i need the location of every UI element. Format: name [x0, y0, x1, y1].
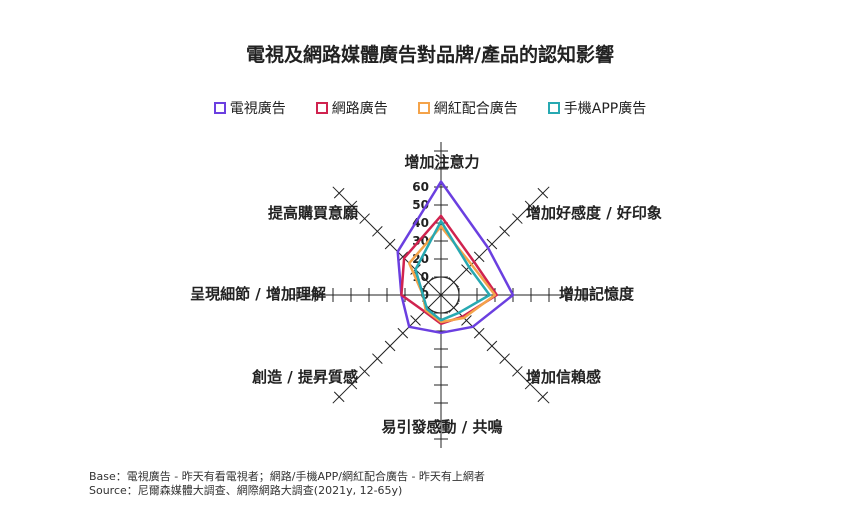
- series-polygon-web: [400, 214, 499, 326]
- radar-axis-tick: [410, 315, 421, 326]
- footnote-base: Base：電視廣告 - 昨天有看電視者；網路/手機APP/網紅配合廣告 - 昨天…: [89, 470, 485, 483]
- radar-axis-line: [332, 186, 442, 296]
- legend-item-web: 網路廣告: [315, 98, 388, 118]
- radar-axis-tick: [422, 276, 434, 288]
- radar-axis-tick: [333, 391, 345, 403]
- radar-axis-tick: [333, 187, 345, 199]
- legend-item-influencer: 網紅配合廣告: [417, 98, 518, 118]
- radar-axis-tick: [473, 327, 485, 339]
- radar-axis-label: 增加好感度 / 好印象: [526, 204, 662, 222]
- series-polygon-tv: [396, 180, 515, 335]
- radar-axis-tick: [346, 378, 358, 390]
- radar-axis-label: 創造 / 提昇質感: [251, 368, 358, 386]
- radar-axis-tick: [486, 238, 498, 250]
- radar-axis-line: [332, 294, 442, 404]
- radar-axis-label: 增加信賴感: [526, 368, 601, 386]
- legend-label-influencer: 網紅配合廣告: [433, 101, 518, 117]
- footnotes: Base：電視廣告 - 昨天有看電視者；網路/手機APP/網紅配合廣告 - 昨天…: [89, 470, 485, 498]
- radar-axis-tick: [448, 276, 460, 288]
- legend-label-tv: 電視廣告: [229, 101, 286, 117]
- series-polygon-influencer: [407, 225, 497, 324]
- radar-axis-tick: [359, 213, 370, 224]
- radar-axis-line: [440, 294, 550, 404]
- legend-swatch-app: [547, 102, 560, 114]
- legend-swatch-web: [315, 102, 328, 114]
- radar-axis-tick: [537, 391, 549, 403]
- radar-axis-tick: [372, 353, 383, 364]
- legend: 電視廣告 網路廣告 網紅配合廣告 手機APP廣告: [0, 98, 860, 118]
- radar-axis-label: 易引發感動 / 共鳴: [382, 418, 503, 436]
- radar-axis-tick: [473, 251, 485, 263]
- radar-axis-tick: [524, 200, 536, 212]
- radar-axis-tick: [512, 213, 523, 224]
- radar-axis-tick: [384, 238, 396, 250]
- radar-tick-label: 60: [412, 180, 429, 194]
- radar-axis-tick: [384, 340, 396, 352]
- radar-axis-line: [440, 186, 550, 296]
- legend-item-app: 手機APP廣告: [547, 98, 647, 118]
- radar-tick-label: 0: [421, 288, 429, 302]
- radar-axis-tick: [372, 226, 383, 237]
- legend-label-app: 手機APP廣告: [563, 101, 647, 117]
- radar-axis-label: 提高購買意願: [268, 204, 359, 222]
- legend-swatch-influencer: [417, 102, 430, 114]
- radar-axis-label: 增加注意力: [404, 153, 479, 171]
- radar-axis-tick: [512, 366, 523, 377]
- radar-axis-tick: [359, 366, 370, 377]
- radar-axis-tick: [486, 340, 498, 352]
- radar-axis-tick: [461, 264, 472, 275]
- radar-axis-tick: [524, 378, 536, 390]
- radar-axis-label: 增加記憶度: [559, 285, 635, 303]
- radar-axis-tick: [499, 353, 510, 364]
- legend-label-web: 網路廣告: [331, 101, 388, 117]
- radar-axis-label: 呈現細節 / 增加理解: [190, 285, 326, 303]
- radar-axis-tick: [346, 200, 358, 212]
- radar-axis-tick: [448, 302, 460, 314]
- radar-axis-tick: [499, 226, 510, 237]
- radar-axis-tick: [461, 315, 472, 326]
- legend-item-tv: 電視廣告: [213, 98, 286, 118]
- series-polygon-app: [414, 219, 491, 322]
- footnote-source: Source：尼爾森媒體大調查、網際網路大調查(2021y, 12-65y): [89, 484, 403, 497]
- radar-axis-tick: [397, 327, 409, 339]
- chart-title: 電視及網路媒體廣告對品牌/產品的認知影響: [246, 44, 614, 66]
- legend-swatch-tv: [213, 102, 226, 114]
- radar-axis-tick: [537, 187, 549, 199]
